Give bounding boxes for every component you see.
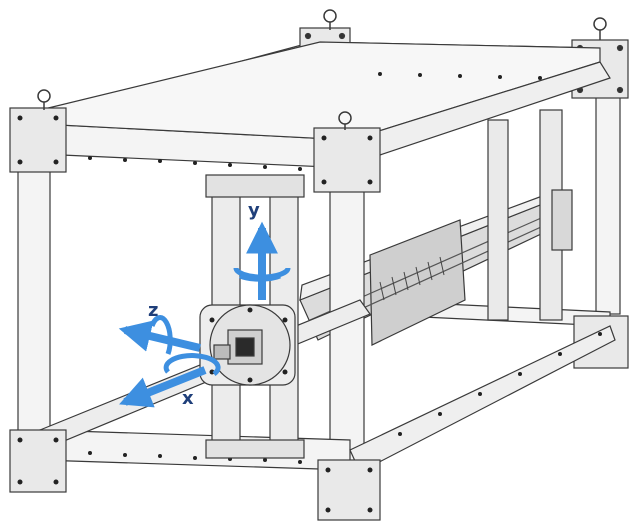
x-beam-rail-ties [379, 256, 445, 301]
beam-bolts [88, 72, 602, 464]
z-rotation-arrow-icon [149, 315, 173, 355]
axis-label-z: z [148, 300, 158, 321]
z-translation-arrow-icon [118, 320, 201, 352]
axis-label-y: y [248, 200, 260, 221]
corner-bolts [17, 115, 373, 513]
front-frame [17, 41, 616, 473]
wrist-assembly [199, 304, 296, 386]
y-rotation-arrow-icon [233, 267, 291, 282]
wrist-bolts [209, 307, 288, 383]
rear-vertical-rails [487, 109, 573, 321]
x-rotation-arrow-icon [163, 353, 221, 377]
lifting-eye-icon [37, 9, 607, 130]
x-translation-arrow-icon [119, 366, 207, 408]
axis-label-x: x [182, 388, 194, 409]
